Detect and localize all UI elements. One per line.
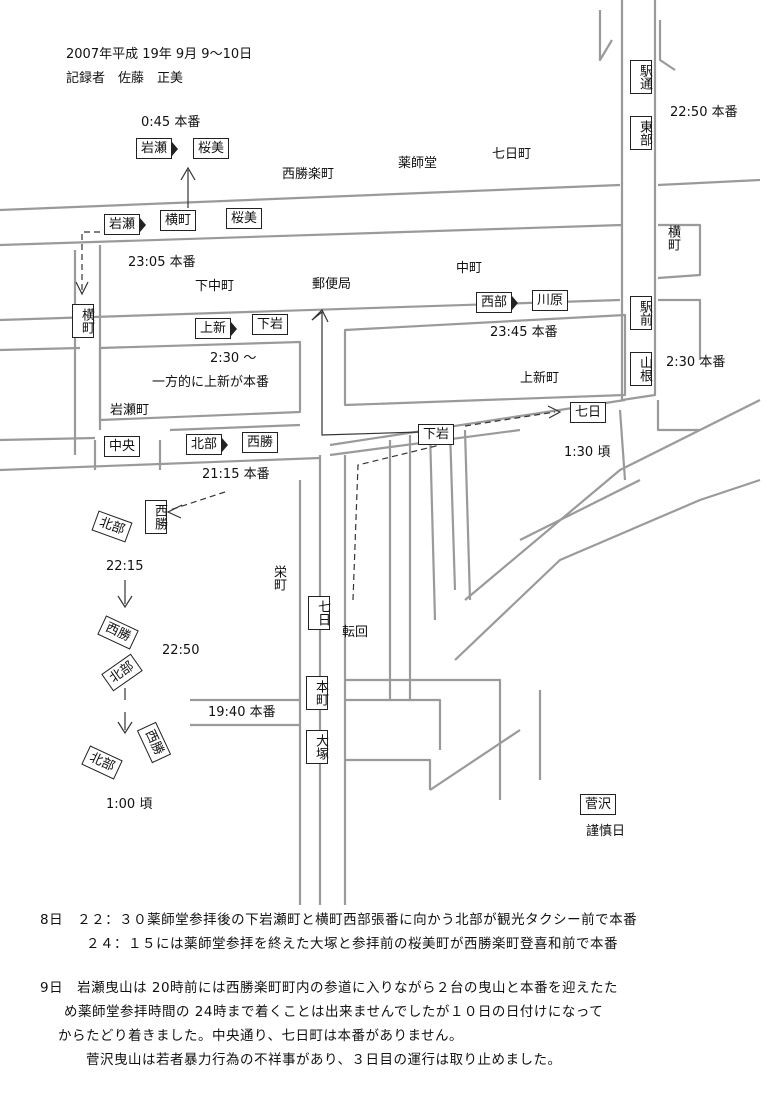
- street-yakushido: 薬師堂: [398, 156, 438, 171]
- street-nakamachi: 中町: [456, 261, 483, 276]
- route-arrows: [75, 166, 562, 735]
- time-2250b: 22:50: [162, 643, 200, 658]
- tag-iwase-mid: 岩瀬: [104, 214, 147, 235]
- time-0130: 1:30 頃: [564, 445, 611, 460]
- tag-saisho: 西勝: [242, 432, 279, 453]
- tag-shimoiwa: 下岩: [252, 314, 289, 335]
- label-tenkai: 転回: [342, 625, 369, 640]
- note-line-4: め薬師堂参拝時間の 24時まで着くことは出来ませんでしたが１０日の日付けになって: [64, 1004, 604, 1020]
- tag-nanoka2: 七日: [308, 596, 330, 630]
- date-label: 2007年平成 19年 9月 9～10日: [66, 47, 253, 62]
- recorder-label: 記録者 佐藤 正美: [66, 71, 184, 86]
- note-line-3: 9日 岩瀬曳山は 20時前には西勝楽町町内の参道に入りながら２台の曳山と本番を迎…: [40, 980, 619, 996]
- note-line-2: ２４：１５には薬師堂参拝を終えた大塚と参拝前の桜美町が西勝楽町登喜和前で本番: [86, 936, 618, 952]
- tag-iwase-top: 岩瀬: [136, 138, 179, 159]
- note-line-1: 8日 ２２：３０薬師堂参拝後の下岩瀬町と横町西部張番に向かう北部が観光タクシー前…: [40, 912, 638, 928]
- tag-saisho2: 西勝: [145, 500, 167, 534]
- time-2215: 22:15: [106, 559, 144, 574]
- time-0100: 1:00 頃: [106, 797, 153, 812]
- tag-kamishin: 上新: [195, 318, 238, 339]
- street-kamishinmachi: 上新町: [520, 371, 560, 386]
- tag-otsuka: 大塚: [306, 730, 328, 764]
- tag-yamane: 山根: [630, 352, 652, 386]
- time-2115: 21:15 本番: [202, 467, 270, 482]
- street-yubinkyoku: 郵便局: [312, 277, 352, 292]
- street-sakaemachi: 栄町: [271, 565, 286, 591]
- time-1940: 19:40 本番: [208, 705, 276, 720]
- tag-yokocho-v: 横町: [72, 304, 94, 338]
- label-ippoteki: 一方的に上新が本番: [152, 375, 270, 390]
- street-saisho-rakucho: 西勝楽町: [282, 167, 335, 182]
- tag-tobu: 東部: [630, 116, 652, 150]
- tag-chuo: 中央: [104, 436, 141, 457]
- tag-yokocho-mid: 横町: [160, 210, 197, 231]
- time-2345: 23:45 本番: [490, 325, 558, 340]
- time-0230b: 2:30 本番: [666, 355, 726, 370]
- tag-hokubu: 北部: [186, 434, 229, 455]
- tag-ekidori: 駅通: [630, 60, 652, 94]
- tag-oumi-top: 桜美: [193, 138, 230, 159]
- tag-honmachi: 本町: [306, 676, 328, 710]
- street-nanokamachi: 七日町: [492, 147, 532, 162]
- street-iwasemachi: 岩瀬町: [110, 403, 150, 418]
- roads: [0, 0, 761, 905]
- tag-oumi-mid: 桜美: [226, 208, 263, 229]
- tag-kawahara: 川原: [532, 290, 569, 311]
- tag-ekimae: 駅前: [630, 296, 652, 330]
- street-shimonakamachi: 下中町: [195, 279, 235, 294]
- note-line-6: 菅沢曳山は若者暴力行為の不祥事があり、３日目の運行は取り止めました。: [86, 1052, 562, 1068]
- street-yokomachi-right: 横町: [665, 225, 680, 251]
- tag-seibu: 西部: [476, 292, 519, 313]
- tag-shimoiwa2: 下岩: [418, 424, 455, 445]
- time-2250a: 22:50 本番: [670, 105, 738, 120]
- label-kinshinbi: 謹慎日: [586, 824, 626, 839]
- tag-nanoka: 七日: [570, 402, 607, 423]
- time-0230: 2:30 ～: [210, 351, 257, 366]
- time-0045: 0:45 本番: [141, 115, 201, 130]
- time-2305: 23:05 本番: [128, 255, 196, 270]
- note-line-5: からたどり着きました。中央通り、七日町は本番がありません。: [58, 1028, 464, 1044]
- tag-sugesawa: 菅沢: [580, 794, 617, 815]
